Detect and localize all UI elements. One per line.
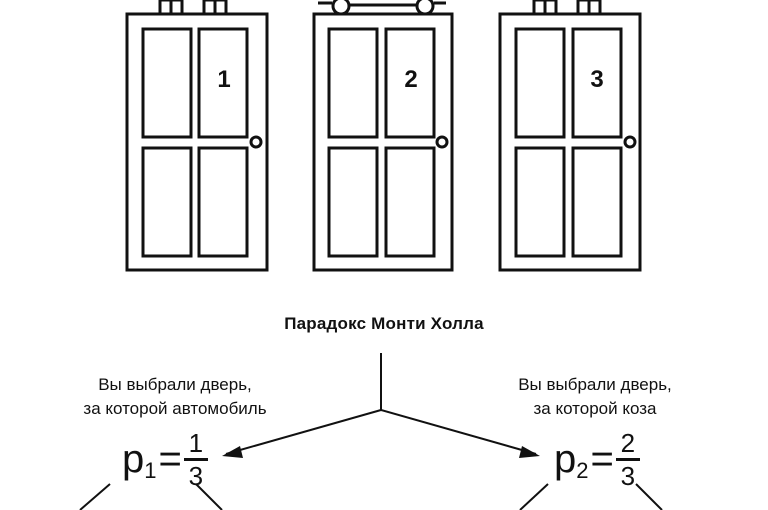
- arrow-right-head: [519, 446, 540, 458]
- fraction-denominator: 3: [620, 460, 636, 491]
- door-1-number: 1: [217, 66, 230, 93]
- fraction-numerator: 2: [620, 428, 636, 458]
- fraction-denominator: 3: [188, 460, 204, 491]
- right-branch-line1: Вы выбрали дверь,: [518, 375, 672, 394]
- left-branch-line2: за которой автомобиль: [83, 399, 267, 418]
- door-2[interactable]: [312, 12, 454, 272]
- fraction: 2 3: [615, 428, 640, 491]
- equals-sign: =: [590, 437, 614, 482]
- probability-right: p 2 = 2 3: [554, 430, 640, 489]
- p-index: 1: [144, 458, 157, 484]
- p-symbol: p: [122, 437, 145, 482]
- fraction-numerator: 1: [188, 428, 204, 458]
- right-branch-label: Вы выбрали дверь, за которой коза: [450, 373, 740, 421]
- p-symbol: p: [554, 437, 577, 482]
- door-1[interactable]: [125, 12, 269, 272]
- door-3[interactable]: [498, 12, 642, 272]
- tree-connectors: [79, 353, 663, 510]
- diagram-title: Парадокс Монти Холла: [284, 314, 484, 333]
- equals-sign: =: [158, 437, 182, 482]
- left-branch-line1: Вы выбрали дверь,: [98, 375, 252, 394]
- probability-left: p 1 = 1 3: [122, 430, 208, 489]
- gift-icon: [158, 0, 228, 16]
- car-icon: [318, 0, 446, 16]
- left-branch-label: Вы выбрали дверь, за которой автомобиль: [30, 373, 320, 421]
- fraction-bar: [183, 458, 208, 461]
- arrow-left-head: [222, 446, 243, 458]
- door-2-number: 2: [404, 66, 417, 93]
- door-3-number: 3: [590, 66, 603, 93]
- fraction-bar: [615, 458, 640, 461]
- right-branch-line2: за которой коза: [533, 399, 657, 418]
- fraction: 1 3: [183, 428, 208, 491]
- p-index: 2: [576, 458, 589, 484]
- gift-icon: [532, 0, 602, 16]
